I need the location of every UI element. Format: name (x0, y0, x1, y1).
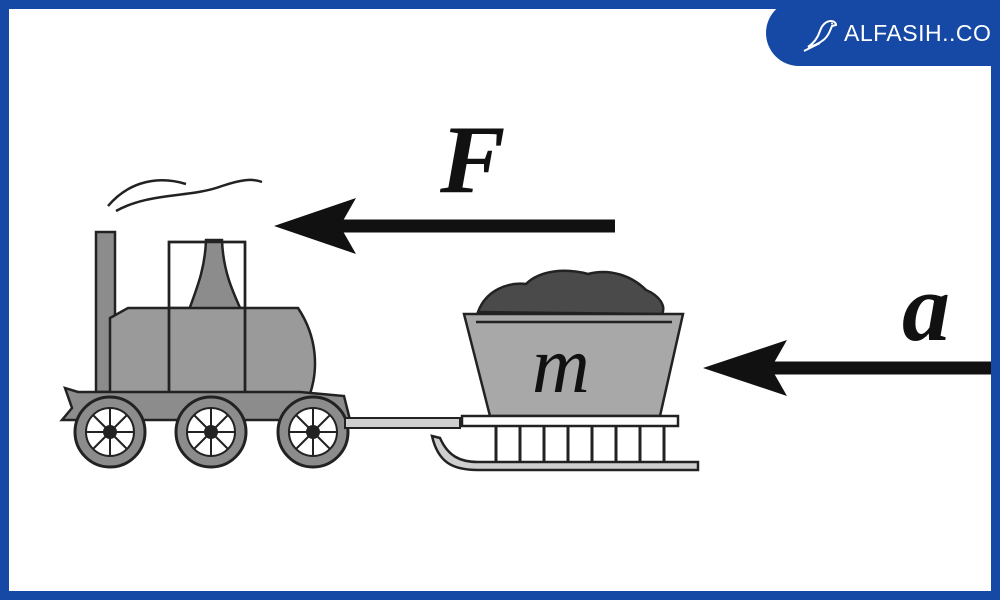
wheel-icon (174, 395, 248, 469)
watermark-text: ALFASIH..COM (844, 19, 1000, 46)
acceleration-arrow (703, 340, 991, 396)
force-arrow (274, 198, 615, 254)
force-label: F (439, 106, 505, 214)
watermark-badge: ALFASIH..COM (766, 9, 1000, 66)
wheel-icon (73, 395, 147, 469)
locomotive-wheels (73, 395, 350, 469)
cargo-pile (476, 269, 665, 316)
mass-label: m (532, 322, 590, 410)
sled (430, 269, 700, 472)
bird-icon (803, 19, 838, 52)
locomotive (59, 230, 352, 422)
wheel-icon (276, 395, 350, 469)
sled-runner (430, 434, 700, 472)
acceleration-label: a (902, 254, 950, 361)
tow-bar (344, 417, 461, 429)
smoke-icon (107, 178, 263, 213)
